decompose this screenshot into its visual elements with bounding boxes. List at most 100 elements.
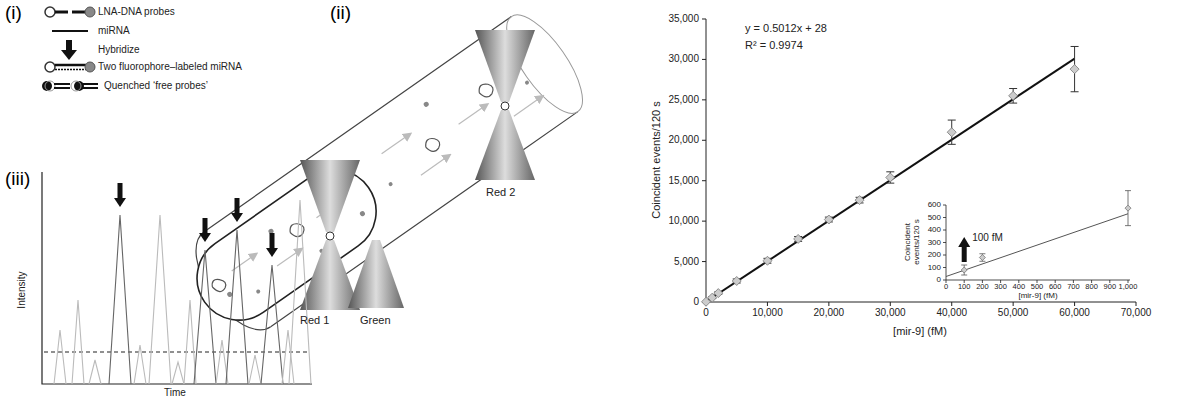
- signal-peak: [109, 215, 131, 384]
- signal-peak: [72, 300, 84, 384]
- tick-label: 0: [937, 275, 941, 284]
- peak-arrow: [118, 183, 123, 199]
- tick: [943, 205, 946, 206]
- tick-label: 300: [928, 238, 941, 247]
- data-point: [886, 173, 895, 182]
- panel-letter: (ii): [330, 2, 351, 24]
- tick-label: 100: [928, 263, 941, 272]
- tick: [828, 302, 829, 306]
- tick-label: 20,000: [814, 307, 845, 319]
- detection-arrow: [958, 237, 970, 247]
- tick: [943, 280, 946, 281]
- intensity-trace: [54, 183, 311, 384]
- error-bar: [961, 265, 967, 275]
- tick-label: 20,000: [668, 135, 699, 147]
- error-bar: [948, 120, 956, 144]
- signal-peak: [134, 345, 146, 384]
- data-point: [855, 196, 864, 205]
- fit-r-squared: R² = 0.9974: [745, 39, 803, 52]
- panel-letter: (i): [5, 2, 22, 24]
- tick-label: 400: [928, 225, 941, 234]
- tick-label: 700: [1067, 283, 1080, 292]
- tick-label: 15,000: [668, 175, 699, 187]
- detection-limit: 100 fM: [972, 232, 1003, 244]
- signal-peak: [261, 265, 283, 384]
- inset-fit-line: [946, 214, 1128, 277]
- data-point: [979, 255, 985, 261]
- data-point: [1125, 205, 1131, 211]
- axis: [706, 19, 1136, 302]
- tick: [1074, 302, 1075, 306]
- tick: [943, 217, 946, 218]
- peak-arrow: [199, 233, 211, 242]
- probe-schematic: [42, 7, 98, 91]
- tick: [702, 140, 706, 141]
- tick: [767, 302, 768, 306]
- tick-label: 50,000: [998, 307, 1029, 319]
- peak-arrow: [231, 213, 243, 222]
- flow-channel: [171, 4, 596, 350]
- tick: [702, 221, 706, 222]
- peak-arrow: [266, 248, 278, 257]
- axis-title: Intensity: [16, 271, 28, 308]
- tick: [702, 261, 706, 262]
- signal-peak: [194, 250, 216, 384]
- tick-label: 200: [976, 283, 989, 292]
- data-point: [1070, 65, 1079, 74]
- laser-label: Green: [360, 314, 391, 327]
- tick-label: 5,000: [674, 256, 699, 268]
- error-bar: [979, 254, 985, 262]
- signal-peak: [289, 200, 311, 384]
- tick-label: 30,000: [668, 54, 699, 66]
- fit-equation: y = 0.5012x + 28: [745, 22, 827, 35]
- calibration-chart: [702, 19, 1137, 306]
- legend-text: Two fluorophore–labeled miRNA: [98, 61, 242, 73]
- tick-label: 25,000: [668, 94, 699, 106]
- error-bar: [1009, 89, 1017, 104]
- data-point: [763, 256, 772, 265]
- tick-label: 800: [1085, 283, 1098, 292]
- tick-label: 35,000: [668, 13, 699, 25]
- tick-label: 900: [1104, 283, 1117, 292]
- signal-peak: [89, 360, 101, 384]
- tick: [702, 99, 706, 100]
- fit-line: [706, 59, 1075, 302]
- tick-label: 500: [1031, 283, 1044, 292]
- data-point: [732, 276, 741, 285]
- legend-text: Quenched ‘free probes’: [104, 80, 208, 92]
- peak-arrow: [235, 198, 240, 214]
- signal-peak: [149, 215, 171, 384]
- legend-text: LNA-DNA probes: [98, 6, 175, 18]
- tick: [890, 302, 891, 306]
- tick-label: 400: [1013, 283, 1026, 292]
- peak-arrow: [270, 233, 275, 249]
- tick-label: 0: [693, 296, 699, 308]
- tick-label: 600: [1049, 283, 1062, 292]
- peak-arrow: [114, 198, 126, 207]
- inset-axis: [946, 205, 1130, 280]
- legend-text: miRNA: [98, 25, 130, 37]
- peak-arrow: [203, 218, 208, 234]
- tick: [702, 18, 706, 19]
- axis-title: [mir-9] (fM): [893, 325, 947, 338]
- tick: [1013, 302, 1014, 306]
- axis-title: Time: [164, 387, 186, 399]
- tick: [943, 255, 946, 256]
- tick-label: 300: [994, 283, 1007, 292]
- error-bar: [1125, 191, 1131, 226]
- data-point: [794, 234, 803, 243]
- tick-label: 0: [703, 307, 709, 319]
- laser-label: Red 2: [486, 186, 515, 199]
- step-label: Hybridize: [98, 44, 140, 56]
- data-point: [1009, 91, 1018, 100]
- signal-peak: [172, 362, 184, 384]
- signal-peak: [226, 230, 248, 384]
- tick-label: 500: [928, 213, 941, 222]
- data-point: [714, 289, 723, 298]
- tick: [943, 230, 946, 231]
- tick: [702, 180, 706, 181]
- signal-peak: [184, 300, 196, 384]
